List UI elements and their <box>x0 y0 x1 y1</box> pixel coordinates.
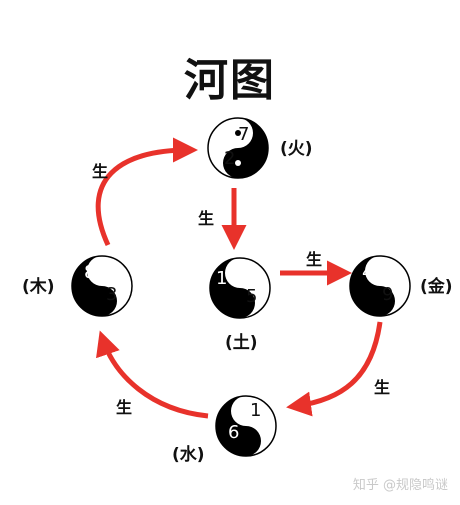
earth-top-number: 10 <box>216 268 239 289</box>
yin-yang-icon <box>209 257 271 319</box>
fire-top-number: 7 <box>238 124 250 145</box>
sheng-label-metal-water: 生 <box>374 378 391 397</box>
earth-node: 10 5 <box>208 256 272 320</box>
arrow-metal-to-water <box>286 321 383 417</box>
wood-element-label: (木) <box>22 277 55 297</box>
watermark-text: 知乎 @规隐鸣谜 <box>352 478 448 493</box>
yin-yang-icon <box>215 395 277 457</box>
yin-yang-icon <box>71 255 133 317</box>
fire-node: 7 2 <box>206 116 270 180</box>
sheng-label-earth-metal: 生 <box>306 250 323 269</box>
arrow-water-to-wood <box>96 330 209 419</box>
fire-element-label: (火) <box>280 139 313 159</box>
yin-yang-icon <box>349 255 411 317</box>
sheng-label-wood-fire: 生 <box>92 162 109 181</box>
metal-top-number: 4 <box>362 262 374 283</box>
yin-yang-icon <box>207 117 269 179</box>
sheng-label-water-wood: 生 <box>116 398 133 417</box>
arrow-wood-to-fire <box>95 137 198 247</box>
earth-element-label: (土) <box>225 333 258 353</box>
water-node: 1 6 <box>214 394 278 458</box>
wood-top-number: 8 <box>84 262 96 283</box>
diagram-title: 河图 <box>184 55 276 106</box>
metal-node: 4 9 <box>348 254 412 318</box>
water-bottom-number: 6 <box>228 422 240 443</box>
earth-bottom-number: 5 <box>246 286 258 307</box>
metal-element-label: (金) <box>420 277 453 297</box>
wood-node: 8 3 <box>70 254 134 318</box>
fire-bottom-number: 2 <box>224 148 236 169</box>
water-element-label: (水) <box>172 445 205 465</box>
wood-bottom-number: 3 <box>106 284 118 305</box>
water-top-number: 1 <box>250 400 262 421</box>
metal-bottom-number: 9 <box>382 284 394 305</box>
sheng-label-fire-earth: 生 <box>198 209 215 228</box>
